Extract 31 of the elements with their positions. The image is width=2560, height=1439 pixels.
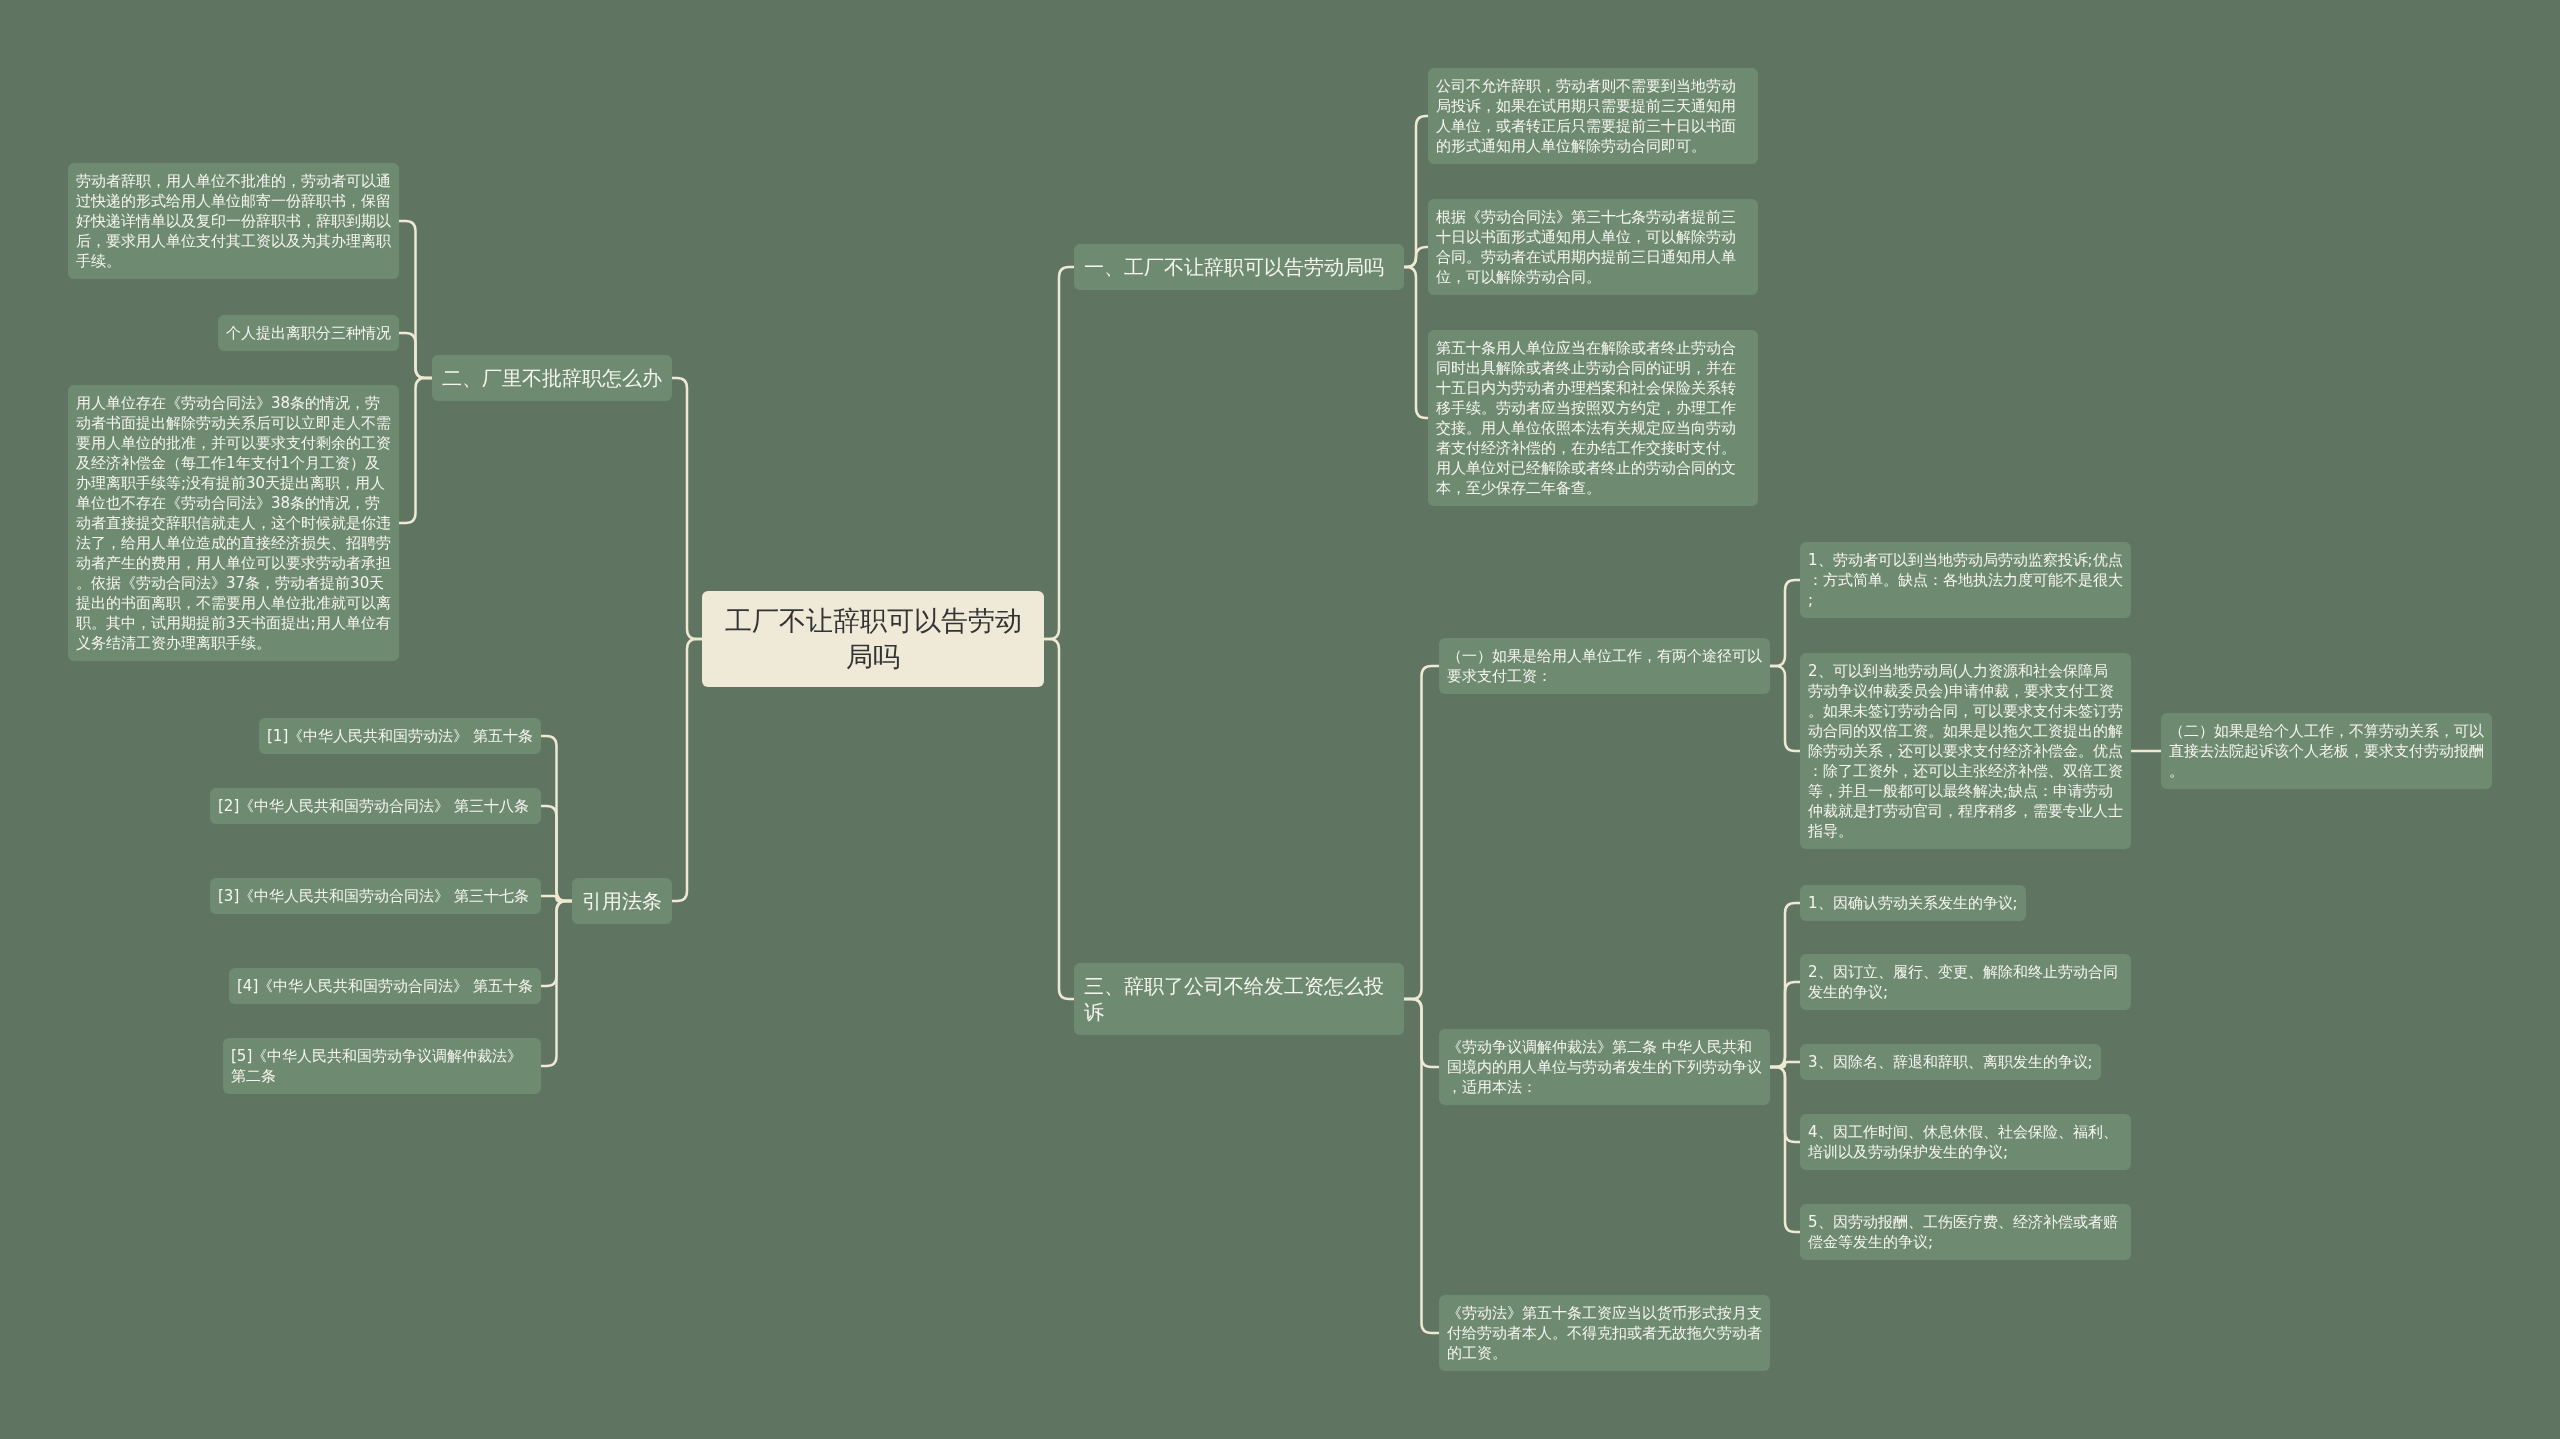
subtopic-box: 3、因除名、辞退和辞职、离职发生的争议; (1800, 1044, 2101, 1080)
connector-line (2131, 749, 2161, 753)
subtopic-box: [1]《中华人民共和国劳动法》 第五十条 (259, 718, 541, 754)
branch-topic-box: 一、工厂不让辞职可以告劳动局吗 (1074, 244, 1404, 290)
subtopic-box: 4、因工作时间、休息休假、社会保险、福利、培训以及劳动保护发生的争议; (1800, 1114, 2131, 1170)
central-topic-box: 工厂不让辞职可以告劳动局吗 (702, 591, 1044, 687)
subtopic-box: （一）如果是给用人单位工作，有两个途径可以要求支付工资： (1439, 638, 1770, 694)
subtopic-box: [3]《中华人民共和国劳动合同法》 第三十七条 (210, 878, 541, 914)
subtopic-box: 《劳动法》第五十条工资应当以货币形式按月支付给劳动者本人。不得克扣或者无故拖欠劳动者的工资。 (1439, 1295, 1770, 1371)
branch-topic-box: 二、厂里不批辞职怎么办 (432, 355, 672, 401)
subtopic-box: 劳动者辞职，用人单位不批准的，劳动者可以通过快递的形式给用人单位邮寄一份辞职书，保留好快递详情单以及复印一份辞职书，辞职到期以后，要求用人单位支付其工资以及为其办理离职手续。 (68, 163, 399, 279)
subtopic-box: 5、因劳动报酬、工伤医疗费、经济补偿或者赔偿金等发生的争议; (1800, 1204, 2131, 1260)
subtopic-box: [5]《中华人民共和国劳动争议调解仲裁法》第二条 (223, 1038, 541, 1094)
subtopic-box: 2、可以到当地劳动局(人力资源和社会保障局劳动争议仲裁委员会)申请仲裁，要求支付工资。如果未签订劳动合同，可以要求支付未签订劳动合同的双倍工资。如果是以拖欠工资提出的解除劳动关系，还可以要求支付经济补偿金。优点：除了工资外，还可以主张经济补偿、双倍工资等，并且一般都可以最终解决;缺点：申请劳动仲裁就是打劳动官司，程序稍多，需要专业人士指导。 (1800, 653, 2131, 849)
subtopic-box: 1、因确认劳动关系发生的争议; (1800, 885, 2026, 921)
subtopic-box: （二）如果是给个人工作，不算劳动关系，可以直接去法院起诉该个人老板，要求支付劳动报酬。 (2161, 713, 2492, 789)
connector-line (399, 376, 432, 525)
subtopic-box: 用人单位存在《劳动合同法》38条的情况，劳动者书面提出解除劳动关系后可以立即走人不需要用人单位的批准，并可以要求支付剩余的工资及经济补偿金（每工作1年支付1个月工资）及办理离职手续等;没有提前30天提出离职，用人单位也不存在《劳动合同法》38条的情况，劳动者直接提交辞职信就走人，这个时候就是你违法了，给用人单位造成的直接经济损失、招聘劳动者产生的费用，用人单位可以要求劳动者承担。依据《劳动合同法》37条，劳动者提前30天提出的书面离职，不需要用人单位批准就可以离职。其中，试用期提前3天书面提出;用人单位有义务结清工资办理离职手续。 (68, 385, 399, 661)
branch-topic-box: 三、辞职了公司不给发工资怎么投诉 (1074, 963, 1404, 1035)
connector-line (1404, 265, 1428, 420)
subtopic-box: [4]《中华人民共和国劳动合同法》 第五十条 (229, 968, 541, 1004)
branch-topic-box: 引用法条 (572, 878, 672, 924)
subtopic-box: 根据《劳动合同法》第三十七条劳动者提前三十日以书面形式通知用人单位，可以解除劳动合同。劳动者在试用期内提前三日通知用人单位，可以解除劳动合同。 (1428, 199, 1758, 295)
subtopic-box: 公司不允许辞职，劳动者则不需要到当地劳动局投诉，如果在试用期只需要提前三天通知用人单位，或者转正后只需要提前三十日以书面的形式通知用人单位解除劳动合同即可。 (1428, 68, 1758, 164)
subtopic-box: 2、因订立、履行、变更、解除和终止劳动合同发生的争议; (1800, 954, 2131, 1010)
subtopic-box: 1、劳动者可以到当地劳动局劳动监察投诉;优点：方式简单。缺点：各地执法力度可能不是很大; (1800, 542, 2131, 618)
subtopic-box: 第五十条用人单位应当在解除或者终止劳动合同时出具解除或者终止劳动合同的证明，并在十五日内为劳动者办理档案和社会保险关系转移手续。劳动者应当按照双方约定，办理工作交接。用人单位依照本法有关规定应当向劳动者支付经济补偿的，在办结工作交接时支付。用人单位对已经解除或者终止的劳动合同的文本，至少保存二年备查。 (1428, 330, 1758, 506)
subtopic-box: 个人提出离职分三种情况 (218, 315, 399, 351)
subtopic-box: 《劳动争议调解仲裁法》第二条 中华人民共和国境内的用人单位与劳动者发生的下列劳动争议，适用本法： (1439, 1029, 1770, 1105)
connector-line (1404, 997, 1439, 1335)
subtopic-box: [2]《中华人民共和国劳动合同法》 第三十八条 (210, 788, 541, 824)
